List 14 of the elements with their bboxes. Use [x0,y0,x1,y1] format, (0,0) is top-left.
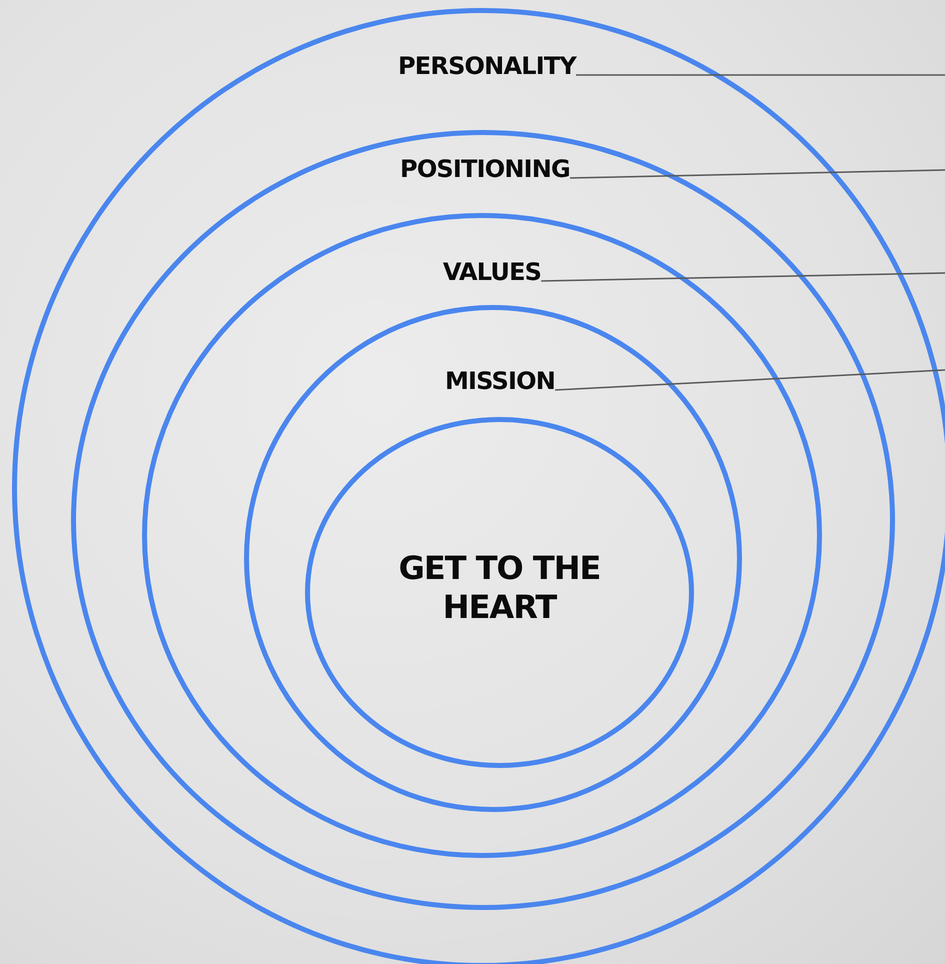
ring-label: PERSONALITY [398,52,576,81]
ring-label: MISSION [444,367,556,396]
ring-label: POSITIONING [400,155,570,184]
leader-line [576,74,945,76]
circle-ring [305,417,694,768]
circle-ring [71,130,895,910]
leader-line [541,272,945,282]
circle-ring [142,213,822,858]
leader-line [555,369,945,391]
ring-label: VALUES [442,258,542,287]
circle-ring [12,8,945,964]
circle-ring [244,305,742,812]
center-title: GET TO THE HEART [398,549,602,626]
leader-line [570,169,945,179]
